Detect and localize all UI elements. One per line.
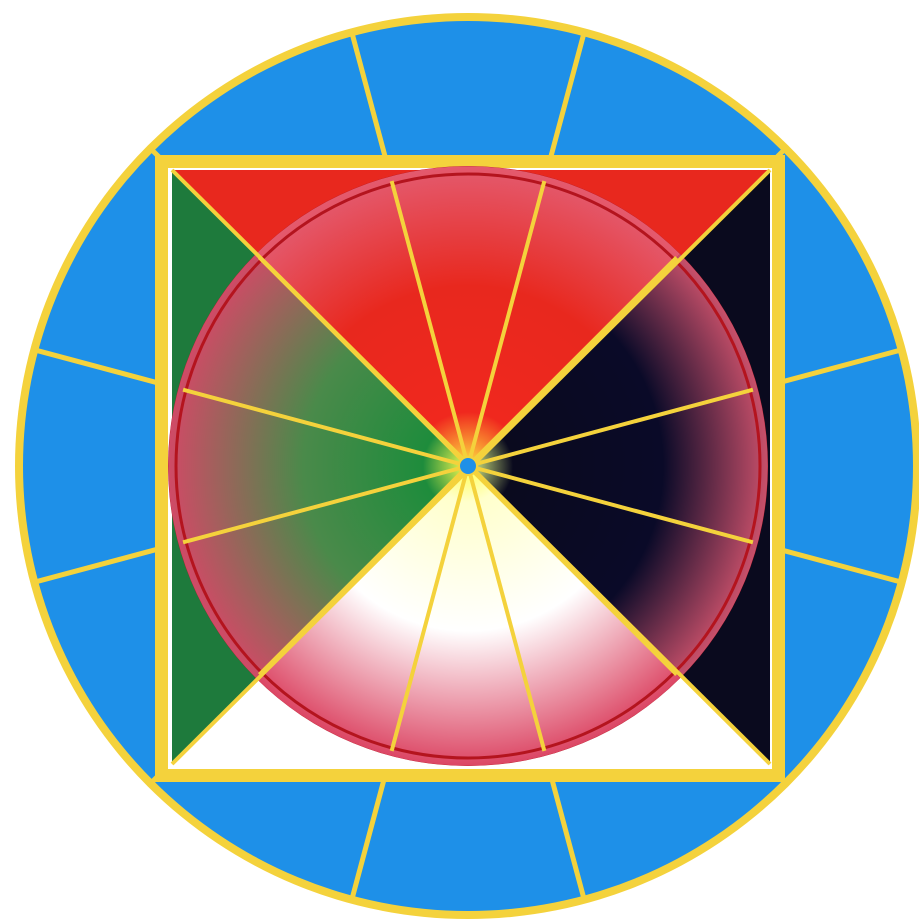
center-dot bbox=[459, 457, 477, 475]
